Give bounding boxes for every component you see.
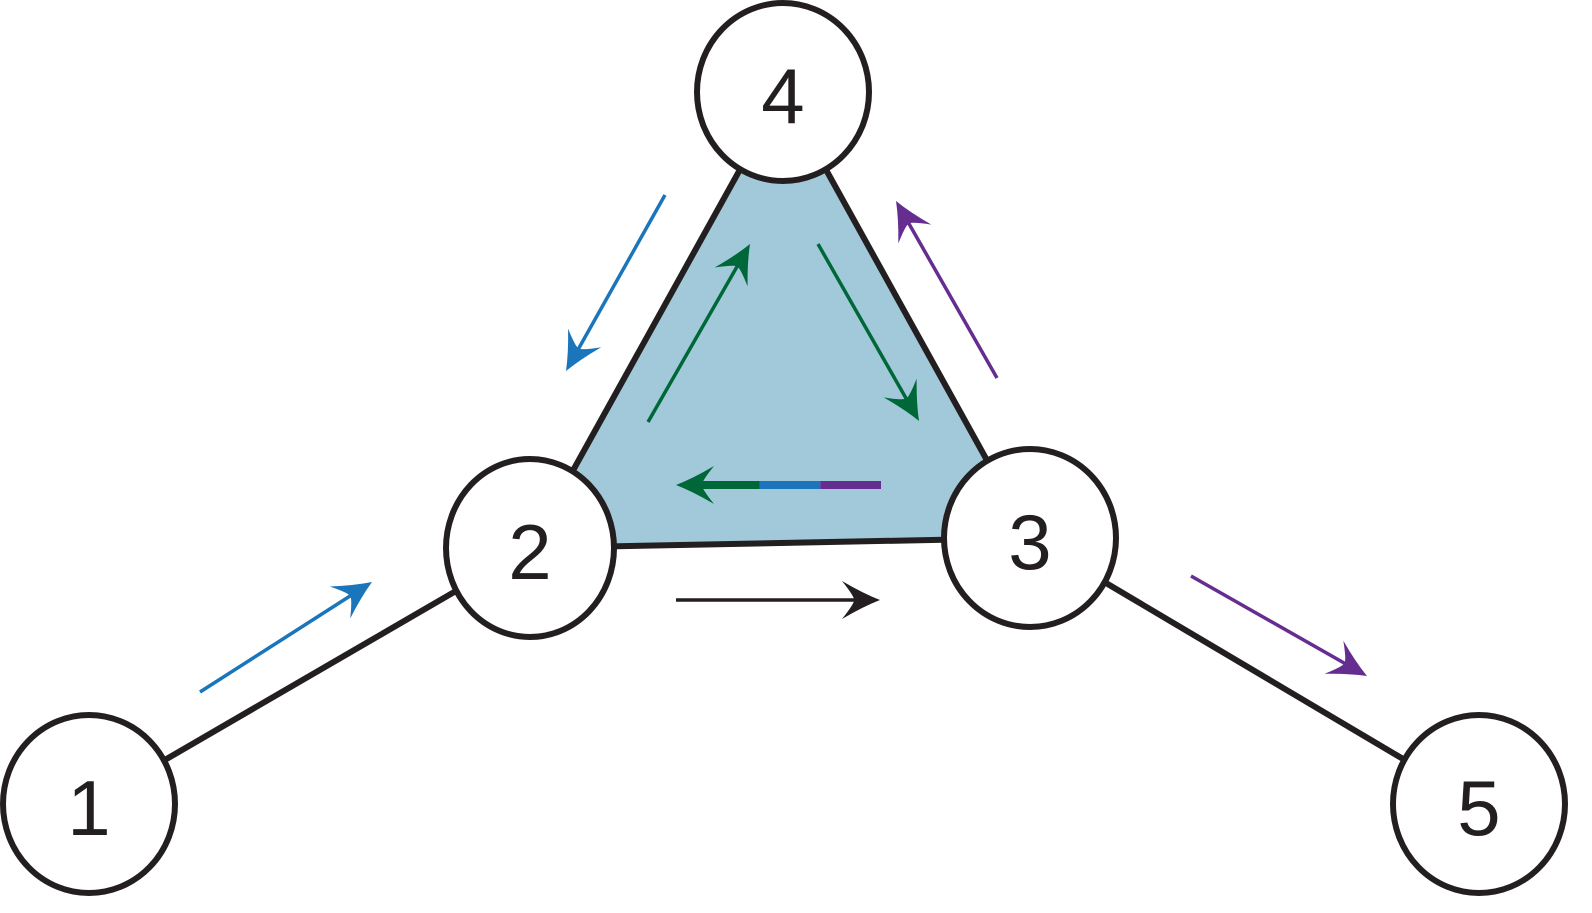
node-1-circle: [0, 712, 178, 896]
arrow-2-4-green: [646, 244, 750, 423]
node-4-label: 4: [761, 52, 804, 140]
node-5: 5: [1390, 712, 1568, 896]
arrow-shaft: [1190, 574, 1349, 667]
node-4-circle: [694, 0, 872, 184]
triangle-face: [530, 92, 1030, 548]
arrow-shaft: [646, 262, 741, 423]
arrow-3-2-multicolor: [676, 466, 881, 504]
arrow-3-5-purple: [1190, 574, 1367, 676]
node-2-label: 2: [508, 508, 551, 596]
node-3: 3: [941, 446, 1119, 630]
node-5-label: 5: [1457, 764, 1500, 852]
arrow-1-2-blue: [199, 582, 372, 694]
node-3-label: 3: [1008, 498, 1051, 586]
arrow-head: [329, 582, 372, 619]
arrow-head: [896, 201, 932, 244]
arrow-2-3-black: [676, 581, 880, 619]
node-2: 2: [443, 456, 617, 640]
arrow-3-4-purple: [896, 201, 999, 379]
arrow-head: [714, 244, 750, 287]
arrow-shaft: [199, 592, 354, 694]
node-1: 1: [0, 712, 178, 896]
arrow-shaft: [816, 243, 910, 403]
arrow-4-2-blue: [566, 194, 667, 371]
arrow-shaft: [905, 219, 999, 379]
arrow-head: [842, 581, 880, 619]
node-2-circle: [443, 456, 617, 640]
arrow-head: [676, 466, 714, 504]
node-3-circle: [941, 446, 1119, 630]
node-4: 4: [694, 0, 872, 184]
arrow-4-3-green: [816, 243, 919, 421]
arrow-head: [566, 328, 602, 371]
arrow-head: [1324, 640, 1367, 676]
arrow-shaft: [575, 194, 667, 352]
node-5-circle: [1390, 712, 1568, 896]
flow-arrows: [199, 194, 1367, 694]
node-1-label: 1: [67, 764, 110, 852]
arrow-head: [883, 378, 919, 421]
